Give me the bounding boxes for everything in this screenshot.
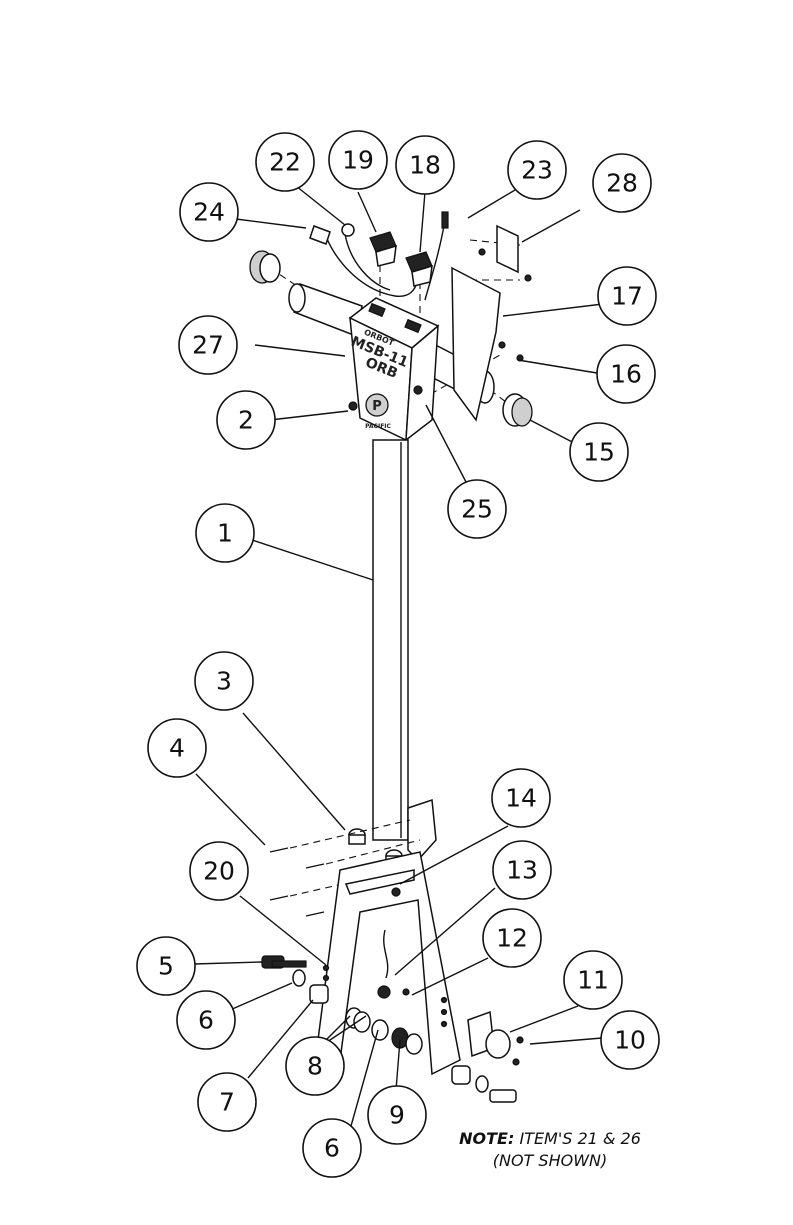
svg-text:12: 12 — [496, 924, 528, 953]
svg-text:11: 11 — [577, 966, 609, 995]
callout-3: 3 — [195, 652, 253, 710]
callout-10: 10 — [601, 1011, 659, 1069]
callout-16: 16 — [597, 345, 655, 403]
callout-15: 15 — [570, 423, 628, 481]
svg-text:27: 27 — [192, 331, 224, 360]
note-line-1: NOTE: ITEM'S 21 & 26 — [440, 1128, 660, 1150]
svg-text:28: 28 — [606, 169, 638, 198]
callout-27: 27 — [179, 316, 237, 374]
svg-text:14: 14 — [505, 784, 537, 813]
svg-text:25: 25 — [461, 495, 493, 524]
callout-28: 28 — [593, 154, 651, 212]
fork-yoke — [318, 852, 460, 1074]
svg-text:10: 10 — [614, 1026, 646, 1055]
svg-text:13: 13 — [506, 856, 538, 885]
callout-18: 18 — [396, 136, 454, 194]
svg-text:23: 23 — [521, 156, 553, 185]
callout-2: 2 — [217, 391, 275, 449]
svg-text:6: 6 — [324, 1134, 340, 1163]
main-tube — [373, 440, 408, 840]
svg-text:1: 1 — [217, 519, 233, 548]
note-subtext: (NOT SHOWN) — [440, 1150, 660, 1172]
switch-housing: ORBOT MSB-11 ORB P PACIFIC — [349, 298, 438, 440]
callout-4: 4 — [148, 719, 206, 777]
svg-text:5: 5 — [158, 952, 174, 981]
svg-text:17: 17 — [611, 282, 643, 311]
callout-6b: 6 — [303, 1119, 361, 1177]
svg-text:24: 24 — [193, 198, 225, 227]
note-block: NOTE: ITEM'S 21 & 26 (NOT SHOWN) — [440, 1128, 660, 1172]
callout-11: 11 — [564, 951, 622, 1009]
callout-9: 9 — [368, 1086, 426, 1144]
svg-text:16: 16 — [610, 360, 642, 389]
svg-text:22: 22 — [269, 148, 301, 177]
callout-1: 1 — [196, 504, 254, 562]
svg-text:3: 3 — [216, 667, 232, 696]
svg-text:19: 19 — [342, 146, 374, 175]
svg-text:8: 8 — [307, 1052, 323, 1081]
callout-7: 7 — [198, 1073, 256, 1131]
callout-14: 14 — [492, 769, 550, 827]
assembly-drawing: ORBOT MSB-11 ORB P PACIFIC — [137, 131, 659, 1177]
svg-text:6: 6 — [198, 1006, 214, 1035]
note-prefix: NOTE: — [459, 1129, 514, 1148]
callout-25: 25 — [448, 480, 506, 538]
callout-20: 20 — [190, 842, 248, 900]
callout-24: 24 — [180, 183, 238, 241]
svg-text:4: 4 — [169, 734, 185, 763]
callout-5: 5 — [137, 937, 195, 995]
svg-text:7: 7 — [219, 1088, 235, 1117]
callout-8: 8 — [286, 1037, 344, 1095]
svg-text:20: 20 — [203, 857, 235, 886]
callout-23: 23 — [508, 141, 566, 199]
end-plug-left — [250, 251, 280, 283]
svg-text:15: 15 — [583, 438, 615, 467]
callout-19: 19 — [329, 131, 387, 189]
callout-6a: 6 — [177, 991, 235, 1049]
callout-13: 13 — [493, 841, 551, 899]
callout-22: 22 — [256, 133, 314, 191]
housing-logo-text: PACIFIC — [365, 423, 391, 430]
svg-text:2: 2 — [238, 406, 254, 435]
switch-18 — [406, 252, 432, 286]
note-text: ITEM'S 21 & 26 — [519, 1129, 640, 1148]
switch-19 — [370, 232, 396, 266]
svg-text:9: 9 — [389, 1101, 405, 1130]
svg-text:18: 18 — [409, 151, 441, 180]
housing-logo-letter: P — [372, 399, 382, 414]
callout-12: 12 — [483, 909, 541, 967]
callout-17: 17 — [598, 267, 656, 325]
end-plug-right — [503, 394, 532, 426]
